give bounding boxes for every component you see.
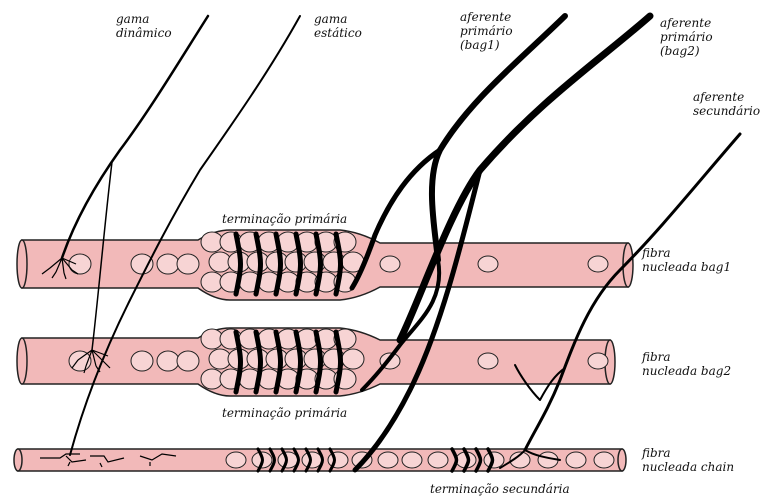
- label-fibra-bag2-line1: fibra: [642, 350, 731, 364]
- label-fibra-chain-line1: fibra: [642, 446, 734, 460]
- nucleus-chain: [402, 452, 422, 468]
- label-aferente-primario-bag1-line2: primário: [460, 24, 513, 38]
- nucleus-bag2: [478, 353, 498, 369]
- label-fibra-chain-line2: nucleada chain: [642, 460, 734, 474]
- nucleus-chain: [566, 452, 586, 468]
- label-gama-dinamico-line1: gama: [116, 12, 172, 26]
- label-fibra-chain: fibra nucleada chain: [642, 446, 734, 474]
- label-aferente-primario-bag1-line3: (bag1): [460, 38, 513, 52]
- label-aferente-secundario-line2: secundário: [693, 104, 760, 118]
- label-fibra-bag1-line1: fibra: [642, 246, 731, 260]
- nucleus-bag2: [157, 351, 179, 371]
- aferente-primario-bag2-to-chain: [355, 170, 480, 470]
- nucleus-chain: [428, 452, 448, 468]
- nucleus-bag1: [380, 256, 400, 272]
- label-fibra-bag2-line2: nucleada bag2: [642, 364, 731, 378]
- label-terminacao-primaria-bottom: terminação primária: [222, 406, 347, 420]
- nucleus-bag1: [177, 254, 199, 274]
- nucleus-bag1: [69, 254, 91, 274]
- label-gama-dinamico-line2: dinâmico: [116, 26, 172, 40]
- label-aferente-secundario: aferente secundário: [693, 90, 760, 118]
- nucleus-bag1: [157, 254, 179, 274]
- label-terminacao-secundaria: terminação secundária: [430, 482, 570, 496]
- nucleus-bag2: [588, 353, 608, 369]
- label-aferente-secundario-line1: aferente: [693, 90, 760, 104]
- nucleus-bag2: [131, 351, 153, 371]
- label-gama-estatico: gama estático: [314, 12, 362, 40]
- label-aferente-primario-bag1-line1: aferente: [460, 10, 513, 24]
- label-aferente-primario-bag2-line2: primário: [660, 30, 713, 44]
- label-fibra-bag1-line2: nucleada bag1: [642, 260, 731, 274]
- fiber-chain-end-left: [14, 449, 22, 471]
- fiber-bag1-end-left: [17, 240, 27, 288]
- label-fibra-bag1: fibra nucleada bag1: [642, 246, 731, 274]
- label-gama-dinamico: gama dinâmico: [116, 12, 172, 40]
- gama-dinamico-nerve: [62, 16, 208, 258]
- nucleus-chain: [378, 452, 398, 468]
- nucleus-bag1: [588, 256, 608, 272]
- nucleus-bag2: [177, 351, 199, 371]
- nucleus-bag1: [131, 254, 153, 274]
- nucleus-chain: [328, 452, 348, 468]
- label-aferente-primario-bag2-line1: aferente: [660, 16, 713, 30]
- nucleus-cluster-bag2: [342, 349, 364, 369]
- label-fibra-bag2: fibra nucleada bag2: [642, 350, 731, 378]
- label-terminacao-primaria-top: terminação primária: [222, 212, 347, 226]
- label-gama-estatico-line2: estático: [314, 26, 362, 40]
- label-aferente-primario-bag2-line3: (bag2): [660, 44, 713, 58]
- nucleus-chain: [226, 452, 246, 468]
- nucleus-bag1: [478, 256, 498, 272]
- label-aferente-primario-bag1: aferente primário (bag1): [460, 10, 513, 52]
- aferente-secundario-nerve: [525, 134, 740, 450]
- label-gama-estatico-line1: gama: [314, 12, 362, 26]
- fiber-bag2-end-left: [17, 338, 27, 384]
- nucleus-chain: [594, 452, 614, 468]
- fiber-chain-end-right: [618, 449, 626, 471]
- label-aferente-primario-bag2: aferente primário (bag2): [660, 16, 713, 58]
